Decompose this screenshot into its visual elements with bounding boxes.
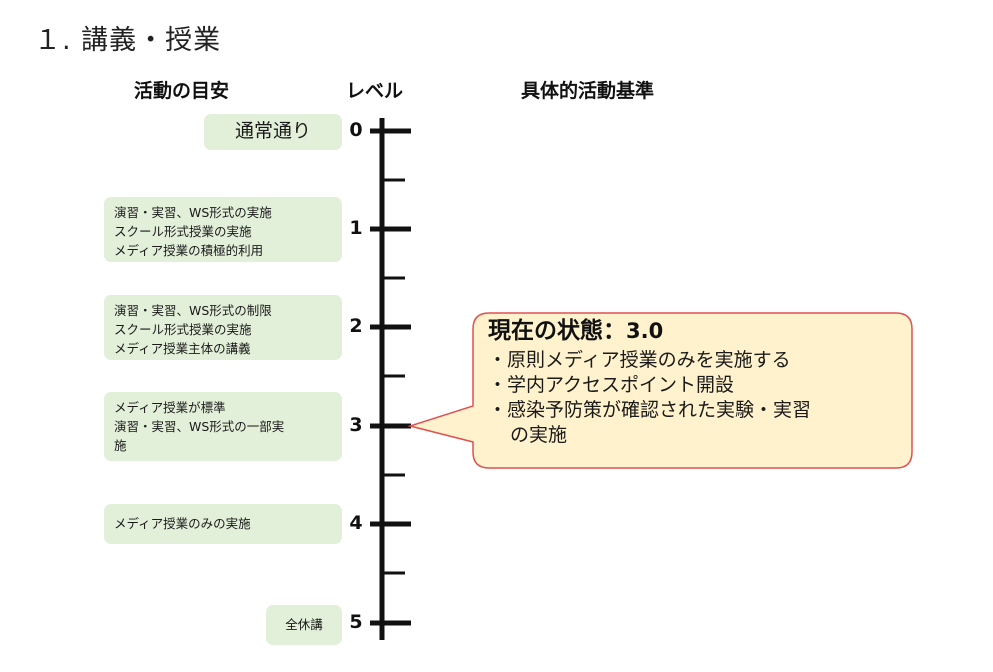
level-box-3: メディア授業が標準 演習・実習、WS形式の一部実 施 bbox=[104, 392, 342, 461]
level-number-2: 2 bbox=[349, 315, 363, 337]
current-status-item: ・原則メディア授業のみを実施する bbox=[488, 349, 791, 371]
level-box-1-line: メディア授業の積極的利用 bbox=[114, 243, 264, 258]
level-number-3: 3 bbox=[349, 414, 363, 436]
level-number-0: 0 bbox=[349, 119, 363, 141]
current-status-heading: 現在の状態：3.0 bbox=[488, 314, 898, 348]
level-box-3-line: 施 bbox=[114, 438, 127, 453]
current-status-value: 3.0 bbox=[626, 319, 664, 343]
level-box-5: 全休講 bbox=[266, 605, 342, 645]
level-box-2-line: メディア授業主体の講義 bbox=[114, 341, 251, 356]
level-box-3-line: メディア授業が標準 bbox=[114, 400, 226, 415]
current-status-callout: 現在の状態：3.0 ・原則メディア授業のみを実施する ・学内アクセスポイント開設… bbox=[488, 314, 898, 448]
current-status-title: 現在の状態： bbox=[488, 318, 626, 344]
level-box-3-line: 演習・実習、WS形式の一部実 bbox=[114, 419, 285, 434]
current-status-item: の実施 bbox=[510, 424, 568, 446]
level-number-4: 4 bbox=[349, 512, 363, 534]
level-number-5: 5 bbox=[349, 611, 363, 633]
level-box-2-line: 演習・実習、WS形式の制限 bbox=[114, 303, 272, 318]
page-title: １. 講義・授業 bbox=[34, 25, 222, 56]
level-box-5-line: 全休講 bbox=[285, 617, 323, 632]
level-number-1: 1 bbox=[349, 217, 363, 239]
level-box-0: 通常通り bbox=[204, 114, 342, 150]
level-box-4: メディア授業のみの実施 bbox=[104, 504, 342, 544]
current-status-item: ・学内アクセスポイント開設 bbox=[488, 374, 735, 396]
header-activity-guide: 活動の目安 bbox=[134, 80, 230, 102]
level-box-2: 演習・実習、WS形式の制限 スクール形式授業の実施 メディア授業主体の講義 bbox=[104, 295, 342, 360]
level-box-0-line: 通常通り bbox=[234, 120, 311, 142]
level-box-1-line: 演習・実習、WS形式の実施 bbox=[114, 205, 272, 220]
level-box-2-line: スクール形式授業の実施 bbox=[114, 322, 252, 337]
header-level: レベル bbox=[346, 80, 404, 102]
level-box-1-line: スクール形式授業の実施 bbox=[114, 224, 252, 239]
level-box-1: 演習・実習、WS形式の実施 スクール形式授業の実施 メディア授業の積極的利用 bbox=[104, 197, 342, 262]
level-box-4-line: メディア授業のみの実施 bbox=[114, 516, 251, 531]
current-status-item: ・感染予防策が確認された実験・実習 bbox=[488, 399, 812, 421]
header-specific-criteria: 具体的活動基準 bbox=[521, 80, 655, 102]
